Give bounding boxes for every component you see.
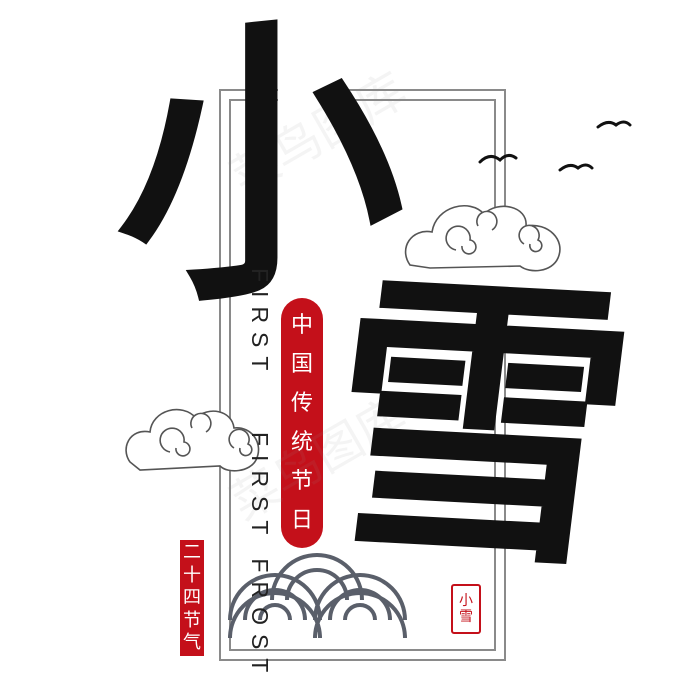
tagline-pill: 中 国 传 统 节 日 xyxy=(281,298,323,548)
bird-icon xyxy=(478,120,632,172)
english-text-first: FIRST xyxy=(247,268,273,380)
tagline-char: 节 xyxy=(290,468,313,494)
seal-char: 小 xyxy=(459,592,473,609)
seal-char: 二 xyxy=(183,542,201,563)
tagline-pill-bg xyxy=(281,298,323,548)
wave-pattern xyxy=(228,553,407,639)
seal-char: 十 xyxy=(183,564,201,586)
tagline-char: 日 xyxy=(290,507,313,533)
seal-char: 四 xyxy=(183,587,201,608)
seal-stamp-xiaoxue: 小 雪 xyxy=(451,584,481,634)
title-char-xue: 雪 xyxy=(308,241,652,608)
english-text-first-frost: FIRST FROST xyxy=(247,432,273,682)
cloud-icon xyxy=(404,205,561,272)
tagline-char: 传 xyxy=(290,390,313,416)
seal-char: 雪 xyxy=(459,609,473,625)
seal-char: 气 xyxy=(183,632,201,653)
tagline-char: 中 xyxy=(290,312,313,338)
seal-left-bg xyxy=(180,540,204,656)
double-frame xyxy=(219,89,506,661)
tagline-char: 统 xyxy=(290,429,313,455)
tagline-char: 国 xyxy=(290,351,313,377)
seal-stamp-24-solar-terms: 二 十 四 节 气 xyxy=(180,540,204,656)
cloud-icon xyxy=(125,408,260,472)
seal-char: 节 xyxy=(183,609,201,631)
